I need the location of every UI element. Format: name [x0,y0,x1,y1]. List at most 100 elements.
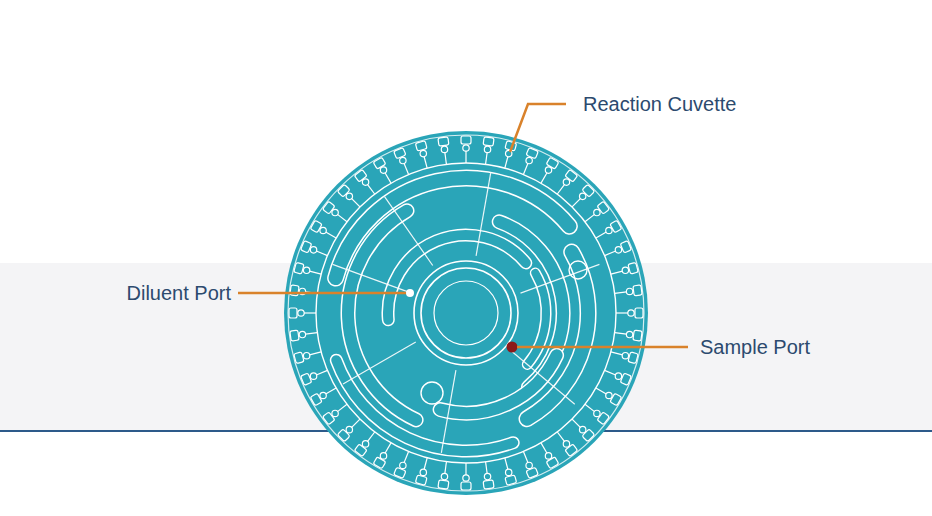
reaction-cuvette [546,457,559,469]
cuvette-channel [367,432,374,442]
cuvette-inlet [622,267,628,273]
cuvette-inlet [310,247,316,253]
cuvette-channel [615,333,627,335]
cuvette-inlet [346,426,352,432]
cuvette-inlet [441,146,447,152]
cuvette-channel [585,404,595,411]
cuvette-channel [505,157,508,169]
cuvette-inlet [594,410,600,416]
cuvette-inlet [579,193,585,199]
cuvette-inlet [626,288,632,294]
vent-hole [569,261,587,279]
cuvette-channel [486,152,488,164]
cuvette-inlet [579,426,585,432]
port-label: Diluent Port [127,281,232,305]
rotor-disc [284,131,648,495]
reaction-cuvette [546,157,559,169]
reaction-cuvette [628,262,638,274]
radial-channel [333,264,412,293]
cuvette-inlet [303,267,309,273]
cuvette-channel [310,271,322,274]
cuvette-inlet [506,469,512,475]
reaction-cuvette [610,393,622,406]
channel-fill [388,235,526,320]
reaction-cuvette [597,201,609,214]
cuvette-inlet [380,167,386,173]
cuvette-channel [404,452,409,463]
cuvette-inlet [622,353,628,359]
cuvette-channel [611,271,623,274]
reaction-cuvette [415,475,427,485]
radial-channel [476,173,491,256]
cuvette-channel [585,214,595,221]
reaction-cuvette [301,241,312,253]
radial-channel [343,342,416,384]
cuvette-channel [523,452,528,463]
reaction-cuvette [635,308,643,318]
reaction-cuvette [620,241,631,253]
cuvette-channel [505,458,508,470]
center-hole [434,281,498,345]
reaction-cuvette [323,412,335,425]
cuvette-inlet [441,473,447,479]
cuvette-inlet [463,475,469,481]
reaction-cuvette [301,373,312,385]
reaction-cuvette [310,220,322,233]
cuvette-inlet [563,441,569,447]
cuvette-channel [465,151,466,163]
cuvette-channel [337,404,347,411]
cuvette-channel [596,388,606,394]
channel-fill [336,360,513,451]
cuvette-channel [316,370,327,375]
cuvette-channel [541,173,547,183]
cuvette-inlet [606,392,612,398]
cuvette-channel [367,184,374,194]
cuvette-inlet [400,157,406,163]
reaction-cuvette [289,308,297,318]
cuvette-channel [305,333,317,335]
reaction-cuvette [354,170,367,182]
cuvette-channel [304,312,316,313]
cuvette-channel [445,152,447,164]
cuvette-channel [351,419,359,427]
cuvette-channel [385,443,391,453]
cuvette-inlet [526,157,532,163]
cuvette-inlet [320,392,326,398]
cuvette-inlet [332,209,338,215]
reaction-cuvette [394,148,406,159]
reaction-cuvette [565,444,578,456]
reaction-cuvette [310,393,322,406]
reaction-cuvette [438,137,449,146]
cuvette-channel [523,163,528,174]
cuvette-channel [611,352,623,355]
cuvette-inlet [628,310,634,316]
cuvette-inlet [626,331,632,337]
cuvette-inlet [400,462,406,468]
cuvette-channel [316,251,327,256]
cuvette-inlet [606,227,612,233]
reaction-cuvette [505,475,517,485]
cuvette-channel [385,173,391,183]
cuvette-inlet [420,150,426,156]
leader-line [510,104,566,152]
cuvette-channel [351,198,359,206]
radial-channel [510,350,574,404]
cuvette-channel [337,214,347,221]
cuvette-channel [557,432,564,442]
cuvette-inlet [594,209,600,215]
reaction-cuvette [290,285,299,296]
reaction-cuvette [373,457,386,469]
cuvette-channel [310,352,322,355]
cuvette-inlet [362,179,368,185]
cuvette-inlet [484,473,490,479]
cuvette-channel [572,419,580,427]
center-ring [414,261,518,365]
cuvette-label: Reaction Cuvette [583,92,736,116]
reaction-cuvette [526,148,538,159]
reaction-cuvette [337,184,350,197]
reaction-cuvette [438,480,449,489]
reaction-cuvette [526,467,538,478]
reaction-cuvette [582,184,595,197]
cuvette-inlet [362,441,368,447]
vent-hole [421,382,443,404]
